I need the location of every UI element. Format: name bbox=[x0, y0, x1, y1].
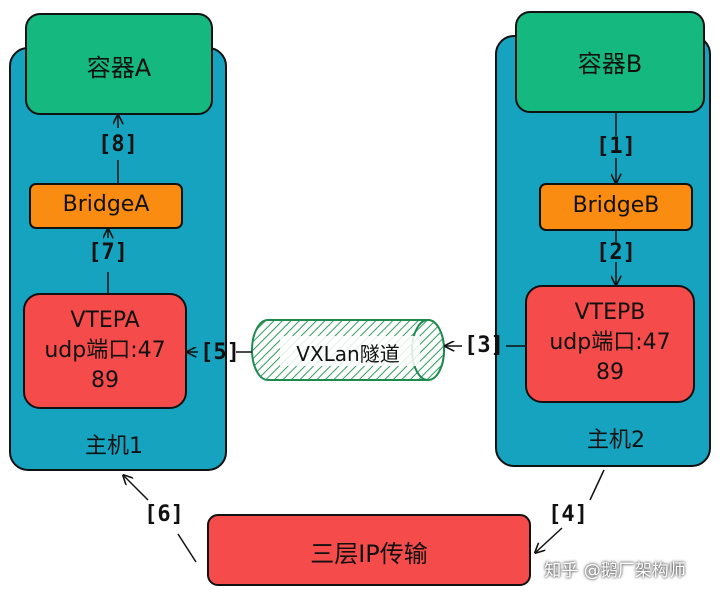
vtepB-box bbox=[525, 285, 695, 403]
transport-box bbox=[207, 514, 531, 586]
step-7-label: [7] bbox=[88, 240, 128, 265]
host1-label: 主机1 bbox=[85, 434, 143, 459]
host2-label: 主机2 bbox=[587, 428, 645, 453]
vtepB-line-3: 89 bbox=[596, 360, 624, 385]
vtepA-label: VTEPA udp端口:47 89 bbox=[24, 306, 186, 396]
containerA-label: 容器A bbox=[86, 54, 152, 82]
tunnel-cylinder bbox=[251, 319, 445, 381]
watermark-text: 知乎 @鹅厂架构师 bbox=[544, 561, 686, 581]
vtepB-line-2: udp端口:47 bbox=[549, 330, 671, 355]
bridgeA-label: BridgeA bbox=[62, 192, 150, 217]
connectors bbox=[108, 112, 616, 563]
vtepB-label: VTEPB udp端口:47 89 bbox=[526, 298, 694, 388]
step-3-label: [3] bbox=[464, 333, 504, 358]
step-4-label: [4] bbox=[548, 502, 588, 527]
containerB-label: 容器B bbox=[577, 50, 643, 78]
step-1-label: [1] bbox=[596, 134, 636, 159]
bridgeB-label: BridgeB bbox=[572, 193, 660, 218]
vtepA-line-3: 89 bbox=[91, 368, 119, 393]
vtepA-line-2: udp端口:47 bbox=[44, 338, 166, 363]
step-6-label: [6] bbox=[144, 502, 184, 527]
containerB-box bbox=[515, 11, 705, 113]
step-5-label: [5] bbox=[200, 340, 240, 365]
transport-label: 三层IP传输 bbox=[310, 540, 428, 568]
step-8-label: [8] bbox=[98, 132, 138, 157]
vtepA-line-1: VTEPA bbox=[70, 308, 140, 333]
vtepB-line-1: VTEPB bbox=[574, 300, 646, 325]
tunnel-label: VXLan隧道 bbox=[296, 342, 400, 366]
step-2-label: [2] bbox=[596, 240, 636, 265]
